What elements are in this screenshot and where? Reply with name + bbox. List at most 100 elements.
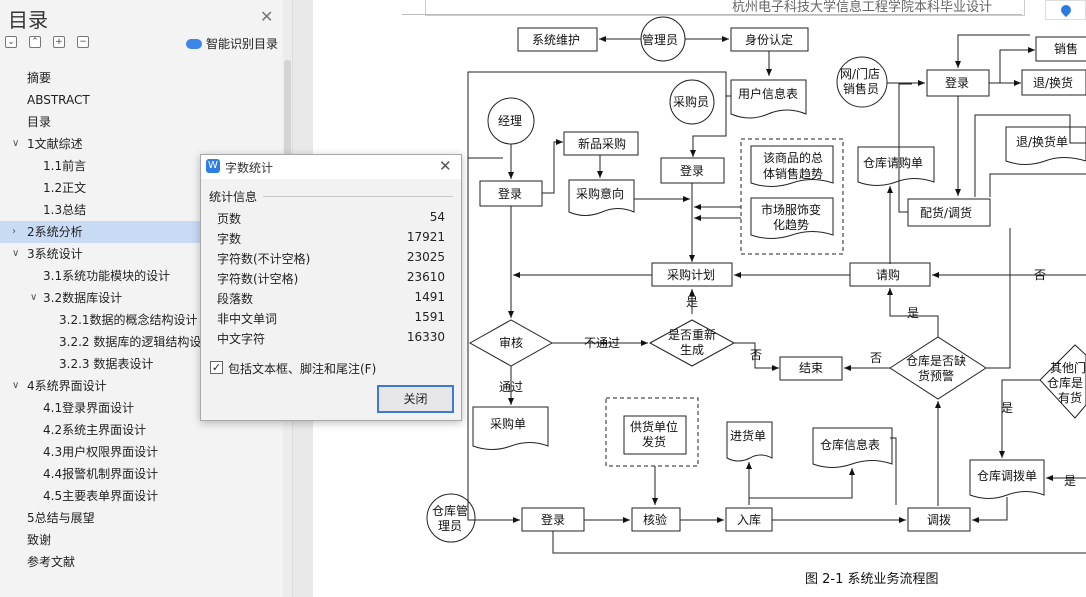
warehouse-request-doc <box>857 146 935 186</box>
fc-other-wh-1: 其他门 <box>1050 360 1086 375</box>
toc-item-label: 3.1系统功能模块的设计 <box>43 269 171 283</box>
expand-all-icon[interactable]: ⌃ <box>29 36 41 48</box>
toc-item-label: 参考文献 <box>27 555 76 569</box>
fc-return-slip: 退/换货单 <box>1016 134 1068 149</box>
toc-item[interactable]: 3.2.3 数据表设计 <box>0 353 282 375</box>
toc-item[interactable]: 致谢 <box>0 529 282 551</box>
toc-item-label: 摘要 <box>27 71 52 85</box>
cloud-icon <box>186 38 202 49</box>
stat-label: 非中文单词 <box>217 312 278 326</box>
fc-no-2: 否 <box>1034 268 1046 282</box>
toc-item-label: 3.2.2 数据库的逻辑结构设计 <box>59 335 214 349</box>
smart-toc-button[interactable]: 智能识别目录 <box>186 35 278 52</box>
toc-item[interactable]: 目录 <box>0 111 282 133</box>
stat-label: 段落数 <box>217 292 254 306</box>
toc-item[interactable]: 4.1登录界面设计 <box>0 397 282 419</box>
end-box <box>779 356 843 381</box>
toc-item-label: 目录 <box>27 115 52 129</box>
purchaser-node <box>669 79 715 125</box>
fc-fail: 不通过 <box>584 336 620 350</box>
toc-item[interactable]: 1.3总结 <box>0 199 282 221</box>
toc-item-label: 1.1前言 <box>43 159 87 173</box>
collapse-all-icon[interactable]: ⌄ <box>5 36 17 48</box>
fc-sales-trend-2: 体销售趋势 <box>763 166 823 181</box>
toc-item-label: 3系统设计 <box>27 247 83 261</box>
return-slip-doc <box>1005 126 1086 165</box>
fc-sales: 销售 <box>1054 41 1078 56</box>
toc-item[interactable]: 3.2.2 数据库的逻辑结构设计 <box>0 331 282 353</box>
fashion-trend-doc <box>750 197 834 239</box>
chevron-down-icon[interactable]: ∨ <box>12 248 20 259</box>
toc-item[interactable]: 1.2正文 <box>0 177 282 199</box>
close-icon[interactable]: ✕ <box>439 157 452 175</box>
chevron-down-icon[interactable]: ∨ <box>12 380 20 391</box>
fc-system-maintenance: 系统维护 <box>532 33 580 47</box>
fc-wh-admin-1: 仓库管 <box>432 503 468 518</box>
toc-item[interactable]: ABSTRACT <box>0 89 282 111</box>
include-textbox-label[interactable]: 包括文本框、脚注和尾注(F) <box>228 362 377 376</box>
warehouse-admin-node <box>426 493 476 543</box>
toc-item[interactable]: 4.4报警机制界面设计 <box>0 463 282 485</box>
user-info-doc <box>730 79 807 119</box>
stat-value: 23610 <box>406 270 445 284</box>
toc-item[interactable]: 3.1系统功能模块的设计 <box>0 265 282 287</box>
section-divider <box>263 196 453 197</box>
toc-item-label: 致谢 <box>27 533 52 547</box>
toc-item-label: ABSTRACT <box>27 93 90 107</box>
figure-caption: 图 2-1 系统业务流程图 <box>805 572 939 587</box>
dialog-titlebar[interactable]: W 字数统计 ✕ <box>201 155 461 179</box>
toc-item-label: 4.2系统主界面设计 <box>43 423 147 437</box>
fc-no-3: 否 <box>870 351 882 365</box>
toc-item[interactable]: ∨3.2数据库设计 <box>0 287 282 309</box>
fc-transfer: 调拨 <box>927 513 951 527</box>
fc-purchase-order: 采购单 <box>490 416 526 431</box>
fc-identity-auth: 身份认定 <box>745 32 793 47</box>
fc-supplier-1: 供货单位 <box>630 419 678 434</box>
fc-purchase-intent: 采购意向 <box>576 186 624 201</box>
stat-label: 字数 <box>217 232 242 246</box>
stat-row: 字符数(计空格)23610 <box>217 270 445 290</box>
toc-item[interactable]: 4.5主要表单界面设计 <box>0 485 282 507</box>
toc-item[interactable]: 1.1前言 <box>0 155 282 177</box>
toc-item[interactable]: ∨ 4系统界面设计 <box>0 375 282 397</box>
fc-pass: 通过 <box>499 380 523 394</box>
chevron-down-icon[interactable]: ∨ <box>12 138 20 149</box>
inbound-slip-doc <box>726 421 773 462</box>
fc-yes-2: 是 <box>907 306 919 320</box>
close-button[interactable]: 关闭 <box>377 385 454 413</box>
toc-item[interactable]: ∨ 3系统设计 <box>0 243 282 265</box>
toc-item[interactable]: 3.2.1数据的概念结构设计 <box>0 309 282 331</box>
remove-heading-icon[interactable]: − <box>77 36 89 48</box>
include-textbox-checkbox[interactable]: ✓ <box>210 361 223 374</box>
toc-item[interactable]: 参考文献 <box>0 551 282 573</box>
fc-login-1: 登录 <box>498 186 522 201</box>
chevron-right-icon[interactable]: › <box>12 226 16 237</box>
toc-item-label: 3.2.1数据的概念结构设计 <box>59 313 198 327</box>
stock-warning-diamond <box>889 336 987 400</box>
toc-item-label: 4系统界面设计 <box>27 379 107 393</box>
close-icon[interactable]: ✕ <box>260 7 274 26</box>
toc-item-label: 2系统分析 <box>27 225 83 239</box>
purchase-order-doc <box>472 406 549 450</box>
fc-sales-trend-1: 该商品的总 <box>763 150 823 165</box>
fc-no-1: 否 <box>750 348 762 362</box>
fc-yes-4: 是 <box>1064 474 1076 488</box>
header-rule <box>402 14 1022 15</box>
supplier-ship-box <box>623 415 687 455</box>
add-heading-icon[interactable]: + <box>53 36 65 48</box>
supplier-group <box>605 397 699 467</box>
toc-item[interactable]: 4.3用户权限界面设计 <box>0 441 282 463</box>
toc-item[interactable]: ∨1文献综述 <box>0 133 282 155</box>
toc-item[interactable]: 4.2系统主界面设计 <box>0 419 282 441</box>
toc-item[interactable]: 5总结与展望 <box>0 507 282 529</box>
trend-group <box>740 138 844 255</box>
toc-item[interactable]: 摘要 <box>0 67 282 89</box>
fc-manager: 经理 <box>498 114 522 128</box>
fc-request-purchase: 请购 <box>876 267 900 282</box>
stat-label: 页数 <box>217 212 242 226</box>
fc-fashion-trend-2: 化趋势 <box>773 218 809 232</box>
chevron-down-icon[interactable]: ∨ <box>30 292 38 303</box>
